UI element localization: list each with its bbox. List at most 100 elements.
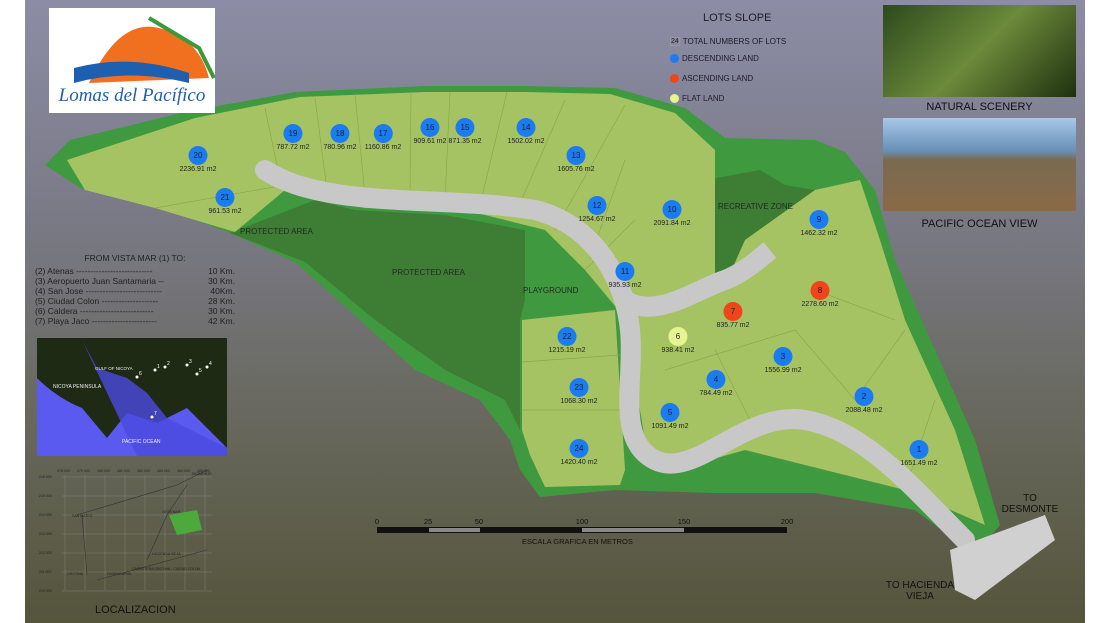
total-badge: 24 <box>670 36 680 46</box>
lot-number-marker[interactable]: 4 <box>706 370 726 389</box>
lot-number-marker[interactable]: 16 <box>420 118 440 137</box>
playground-label: PLAYGROUND <box>523 286 579 295</box>
x-tick: 482 000 <box>137 469 150 473</box>
lot-number-marker[interactable]: 13 <box>566 146 586 165</box>
x-tick: 483 000 <box>157 469 170 473</box>
lot-number-marker[interactable]: 22 <box>557 327 577 346</box>
distance-place: (6) Caldera -------------------------- <box>35 306 154 316</box>
inset-point-icon <box>150 415 154 419</box>
lot-number-marker[interactable]: 21 <box>215 188 235 207</box>
inset-point-icon <box>135 375 139 379</box>
inset-point-icon <box>205 365 209 369</box>
lot-area: 1068.30 m2 <box>560 398 598 405</box>
inset-label: PACIFIC OCEAN <box>122 439 161 445</box>
y-tick: 214 000 <box>39 513 52 517</box>
lot-number-marker[interactable]: 8 <box>810 281 830 300</box>
inset-point-label: 1 <box>157 364 160 370</box>
descending-dot-icon <box>670 53 679 63</box>
lot-number-marker[interactable]: 6 <box>668 327 688 346</box>
legend-ascending: ASCENDING LAND <box>682 73 754 83</box>
lot-number-marker[interactable]: 20 <box>188 146 208 165</box>
lot-area: 1160.86 m2 <box>364 144 402 151</box>
region-map: NICOYA PENINSULA GULF OF NICOYA PACIFIC … <box>37 338 227 456</box>
inset-point-icon <box>163 365 167 369</box>
lot-number-marker[interactable]: 14 <box>516 118 536 137</box>
distance-km: 30 Km. <box>208 276 235 286</box>
scale-tick: 150 <box>677 517 691 526</box>
lot-number-marker[interactable]: 11 <box>615 262 635 281</box>
lot-area: 938.41 m2 <box>661 347 695 354</box>
lot-number-marker[interactable]: 1 <box>909 440 929 459</box>
protected-area-label: PROTECTED AREA <box>240 227 313 236</box>
to-desmonte-label: TO DESMONTE <box>1001 493 1059 515</box>
distance-place: (7) Playa Jaco ----------------------- <box>35 316 157 326</box>
recreative-zone-label: RECREATIVE ZONE <box>718 202 793 211</box>
lot-area: 1215.19 m2 <box>548 347 586 354</box>
x-tick: 485 000 <box>197 469 210 473</box>
lot-area: 784.49 m2 <box>699 390 733 397</box>
inset-point-label: 4 <box>209 361 212 367</box>
inset-label: GULF OF NICOYA <box>95 366 133 371</box>
lot-number-marker[interactable]: 19 <box>283 124 303 143</box>
branch-road <box>619 242 777 317</box>
lot-number-marker[interactable]: 2 <box>854 387 874 406</box>
scale-tick: 0 <box>374 517 380 526</box>
distance-km: 42 Km. <box>208 316 235 326</box>
lot-number-marker[interactable]: 18 <box>330 124 350 143</box>
distance-row: (7) Playa Jaco ----------------------- 42… <box>35 316 235 326</box>
logo-mark <box>74 16 216 83</box>
distance-km: 10 Km. <box>208 266 235 276</box>
lot-number-marker[interactable]: 9 <box>809 210 829 229</box>
lot-number-marker[interactable]: 17 <box>373 124 393 143</box>
lot-number-marker[interactable]: 7 <box>723 302 743 321</box>
logo: Lomas del Pacífico <box>49 8 216 113</box>
lot-number-marker[interactable]: 15 <box>455 118 475 137</box>
distance-place: (2) Atenas --------------------------- <box>35 266 153 276</box>
lot-number-marker[interactable]: 10 <box>662 200 682 219</box>
lot-area: 2278.60 m2 <box>801 301 839 308</box>
inset-point-label: 3 <box>189 359 192 365</box>
y-tick: 215 000 <box>39 494 52 498</box>
distances-table: FROM VISTA MAR (1) TO: (2) Atenas ------… <box>35 253 235 326</box>
lot-area: 1502.02 m2 <box>507 138 545 145</box>
lot-number-marker[interactable]: 23 <box>569 378 589 397</box>
access-road <box>950 515 1055 600</box>
lot-area: 1254.67 m2 <box>578 216 616 223</box>
lot-number-marker[interactable]: 24 <box>569 439 589 458</box>
lot-area: 2088.48 m2 <box>845 407 883 414</box>
distance-place: (5) Ciudad Colon -------------------- <box>35 296 159 306</box>
lot-number-marker[interactable]: 3 <box>773 347 793 366</box>
lot-number-marker[interactable]: 12 <box>587 196 607 215</box>
distance-row: (5) Ciudad Colon --------------------28 … <box>35 296 235 306</box>
scale-label: ESCALA GRAFICA EN METROS <box>522 537 633 546</box>
distance-row: (4) San Jose ---------------------------… <box>35 286 235 296</box>
location-label: HACIENDA VIEJA <box>152 552 181 556</box>
lot-area: 1556.99 m2 <box>764 367 802 374</box>
lot-number-marker[interactable]: 5 <box>660 403 680 422</box>
